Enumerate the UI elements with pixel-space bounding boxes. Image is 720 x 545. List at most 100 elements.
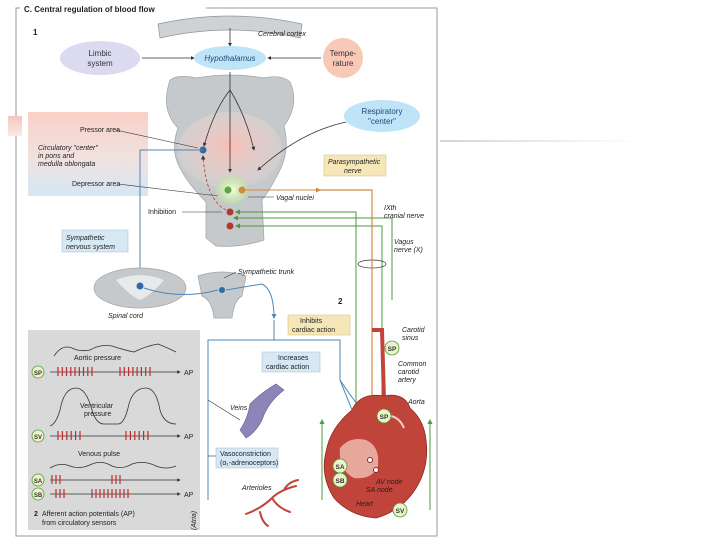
sensor-sa-panel: SA [31, 473, 45, 487]
cerebral-cortex-label: Cerebral cortex [258, 31, 306, 38]
title-backdrop [20, 2, 206, 15]
decorative-rule [440, 140, 640, 142]
figure-frame [15, 7, 438, 537]
afferent-green-line-1 [233, 215, 393, 300]
av-node-dot [373, 467, 379, 473]
sensor-sp-panel: SP [31, 365, 45, 379]
inhibits-label-box [287, 314, 351, 336]
respiratory-label-2: "center" [368, 117, 396, 126]
panel-2-caption-2: from circulatory sensors [42, 520, 117, 527]
svg-text:SP: SP [380, 414, 389, 421]
veins-label: Veins [230, 405, 248, 412]
depressor-area-leader [117, 183, 219, 197]
sympathetic-trunk-label: Sympathetic trunk [238, 269, 295, 276]
temperature-circle [323, 38, 363, 78]
ganglion-neuron-dot [219, 287, 225, 293]
sa-node-dot [367, 457, 373, 463]
svg-text:SV: SV [34, 435, 42, 441]
panel-1-number: 1 [33, 28, 38, 37]
respiratory-arrow [257, 121, 347, 171]
decorative-accent-bar [8, 116, 22, 136]
atria-label: (Atria) [191, 511, 198, 530]
circulatory-center-band [28, 112, 148, 196]
depressor-dot-1 [226, 208, 234, 216]
inhibits-label-2: cardiac action [292, 327, 335, 334]
ventricular-label-2: pressure [84, 411, 111, 418]
svg-text:SA: SA [335, 464, 344, 471]
afferent-panel [28, 330, 200, 530]
ventricular-label-1: Ventricular [80, 403, 114, 410]
sympathetic-trunk-ganglion [197, 271, 247, 319]
inhibition-label: Inhibition [148, 209, 176, 216]
parasympathetic-descending [320, 189, 375, 422]
parasympathetic-label-2: nerve [344, 168, 362, 175]
depressor-dot-2 [226, 222, 234, 230]
common-carotid-label-3: artery [398, 377, 416, 384]
vaso-leader-veins [207, 399, 241, 421]
circ-center-label-1: Circulatory "center" [38, 145, 98, 152]
arterioles-illustration [245, 479, 299, 527]
svg-text:SB: SB [34, 493, 43, 499]
vasoconstriction-label-1: Vasoconstriction [220, 451, 271, 458]
vein-illustration [239, 383, 285, 439]
arterioles-label: Arterioles [241, 485, 272, 492]
heart-label: Heart [356, 501, 374, 508]
sensor-sp-aorta: SP [376, 408, 392, 424]
postganglionic-fiber [225, 283, 277, 319]
temperature-label-1: Tempe- [330, 49, 357, 58]
hypothalamus-right-arrow [229, 89, 256, 151]
figure-title: C. Central regulation of blood flow [24, 5, 155, 14]
parasympathetic-label-1: Parasympathetic [328, 159, 381, 166]
vagus-label-2: nerve (X) [394, 247, 423, 254]
ixth-nerve-label-2: cranial nerve [384, 213, 424, 220]
svg-text:SP: SP [388, 346, 397, 353]
hypothalamus-label: Hypothalamus [204, 54, 255, 63]
afferent-green-line-3 [235, 209, 357, 430]
ap-spikes-sv [57, 431, 149, 440]
temperature-label-2: rature [333, 59, 354, 68]
limbic-system-ellipse [60, 41, 140, 75]
common-carotid-label-2: carotid [398, 369, 420, 376]
vagal-nuclei-label: Vagal nuclei [276, 195, 314, 202]
increases-label-1: Increases [278, 355, 309, 362]
ap-label-sb: AP [184, 492, 194, 499]
ixth-nerve-label-1: IXth [384, 205, 397, 212]
sensor-sa-heart: SA [332, 458, 348, 474]
sensor-sb-panel: SB [31, 487, 45, 501]
panel-2-number: 2 [338, 297, 343, 306]
vagal-nuclei-glow [216, 176, 248, 204]
cerebral-cortex-shape [157, 15, 303, 39]
sympathetic-label-2: nervous system [66, 244, 115, 251]
vasoconstriction-box [215, 447, 279, 469]
sympathetic-to-heart [274, 339, 361, 431]
respiratory-center-ellipse [344, 100, 420, 132]
vasoconstriction-label-2: (α₁-adrenoceptors) [220, 460, 278, 467]
limbic-label-1: Limbic [88, 49, 111, 58]
parasympathetic-label-box [323, 154, 387, 177]
limbic-label-2: system [87, 59, 113, 68]
carotid-sinus-label-2: sinus [402, 335, 419, 342]
carotid-artery [372, 328, 386, 401]
sympathetic-label-1: Sympathetic [66, 235, 105, 242]
sensor-sp-carotid: SP [384, 340, 400, 356]
common-carotid-label-1: Common [398, 361, 427, 368]
carotid-sinus-label-1: Carotid [402, 327, 426, 334]
aorta-label: Aorta [407, 399, 425, 406]
panel-2-caption-number: 2 [34, 511, 38, 518]
hypothalamus-pressor-arrow [202, 89, 231, 147]
increases-label-box [261, 351, 321, 373]
sympathetic-label-box [61, 229, 129, 253]
vagal-nucleus-dot [224, 186, 232, 194]
sensor-sv-heart: SV [392, 502, 408, 518]
sa-node-label: SA node [366, 487, 393, 494]
svg-text:SV: SV [396, 508, 405, 515]
sensor-sb-heart: SB [332, 472, 348, 488]
venous-pulse-label: Venous pulse [78, 451, 120, 458]
ap-spikes-sp [57, 367, 151, 376]
spinal-neuron-dot [136, 282, 144, 290]
sensor-sv-panel: SV [31, 429, 45, 443]
sympathetic-descending [137, 149, 203, 277]
right-atrium [339, 439, 379, 479]
